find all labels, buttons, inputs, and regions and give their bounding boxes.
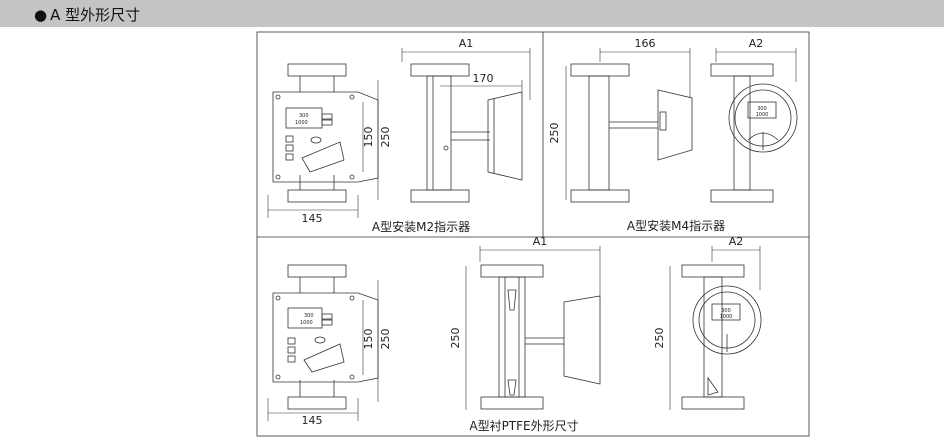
m4-display-bottom: 1000	[756, 112, 769, 118]
drawing-frame	[256, 31, 810, 437]
ptfe-dim-inner-height: 150	[362, 329, 375, 350]
m4-caption: A型安装M4指示器	[627, 218, 725, 233]
m2-measuring-tube	[426, 75, 452, 191]
ptfe-round-display-bottom: 1000	[720, 314, 733, 320]
m2-side-indicator	[487, 91, 523, 181]
m4-dim-height: 250	[548, 123, 561, 144]
ptfe-lined-tube	[498, 276, 526, 398]
ptfe-caption: A型衬PTFE外形尺寸	[469, 419, 578, 433]
ptfe-dim-height-left: 250	[379, 329, 392, 350]
m4-front-top-flange	[710, 63, 774, 77]
m4-side-top-flange	[570, 63, 630, 77]
ptfe-section-top-flange	[480, 264, 544, 278]
ptfe-display-bottom: 1000	[300, 320, 313, 326]
m2-dim-depth: 170	[473, 72, 494, 85]
ptfe-right-tube	[703, 276, 723, 398]
m4-dimension-lines	[565, 48, 797, 200]
ptfe-right-top-flange	[681, 264, 745, 278]
ptfe-right-view	[681, 264, 762, 410]
m2-display-top: 300	[299, 113, 309, 119]
ptfe-round-indicator	[692, 285, 762, 355]
ptfe-section-view	[480, 264, 601, 410]
section-title: ●A 型外形尺寸	[34, 4, 140, 25]
ptfe-right-bottom-flange	[681, 396, 745, 410]
m2-dim-width: 145	[302, 212, 323, 225]
m2-side-top-flange	[410, 63, 470, 77]
ptfe-round-display-top: 300	[721, 308, 731, 314]
m4-side-view	[570, 63, 693, 203]
m2-display-bottom: 1000	[295, 120, 308, 126]
m2-front-top-flange	[287, 63, 347, 77]
ptfe-section-bottom-flange	[480, 396, 544, 410]
m4-dim-a2: A2	[749, 37, 764, 50]
section-header-bar: ●A 型外形尺寸	[0, 0, 944, 27]
m4-display-top: 300	[757, 106, 767, 112]
m4-front-view	[710, 63, 798, 203]
m2-front-bottom-flange	[287, 189, 347, 203]
section-title-text: A 型外形尺寸	[50, 6, 141, 24]
m2-dim-a1: A1	[459, 37, 474, 50]
m4-front-bottom-flange	[710, 189, 774, 203]
m4-round-indicator	[728, 83, 798, 153]
m4-front-tube	[733, 75, 751, 191]
m2-dimension-lines	[267, 48, 531, 218]
ptfe-display-top: 300	[304, 313, 314, 319]
m2-dim-height: 250	[379, 127, 392, 148]
m4-side-indicator	[657, 89, 693, 161]
m4-side-tube	[588, 75, 610, 191]
m2-caption: A型安装M2指示器	[372, 219, 470, 234]
ptfe-dimension-lines	[267, 246, 761, 421]
ptfe-front-top-flange	[287, 264, 347, 278]
m2-side-view	[410, 63, 523, 203]
m2-dim-inner-height: 150	[362, 127, 375, 148]
m4-display-window	[747, 101, 777, 119]
ptfe-front-bottom-flange	[287, 396, 347, 410]
ptfe-round-display-window	[711, 303, 741, 321]
m4-side-bottom-flange	[570, 189, 630, 203]
m4-dim-depth: 166	[635, 37, 656, 50]
m2-side-bottom-flange	[410, 189, 470, 203]
bullet-icon: ●	[34, 6, 48, 24]
ptfe-dim-a2: A2	[729, 235, 744, 248]
ptfe-section-indicator	[563, 295, 601, 385]
ptfe-dim-height-mid: 250	[449, 328, 462, 349]
ptfe-scale-sector	[303, 343, 345, 373]
ptfe-dim-width: 145	[302, 414, 323, 427]
ptfe-dim-height-right: 250	[653, 328, 666, 349]
m2-scale-sector	[301, 141, 345, 173]
ptfe-dim-a1: A1	[533, 235, 548, 248]
